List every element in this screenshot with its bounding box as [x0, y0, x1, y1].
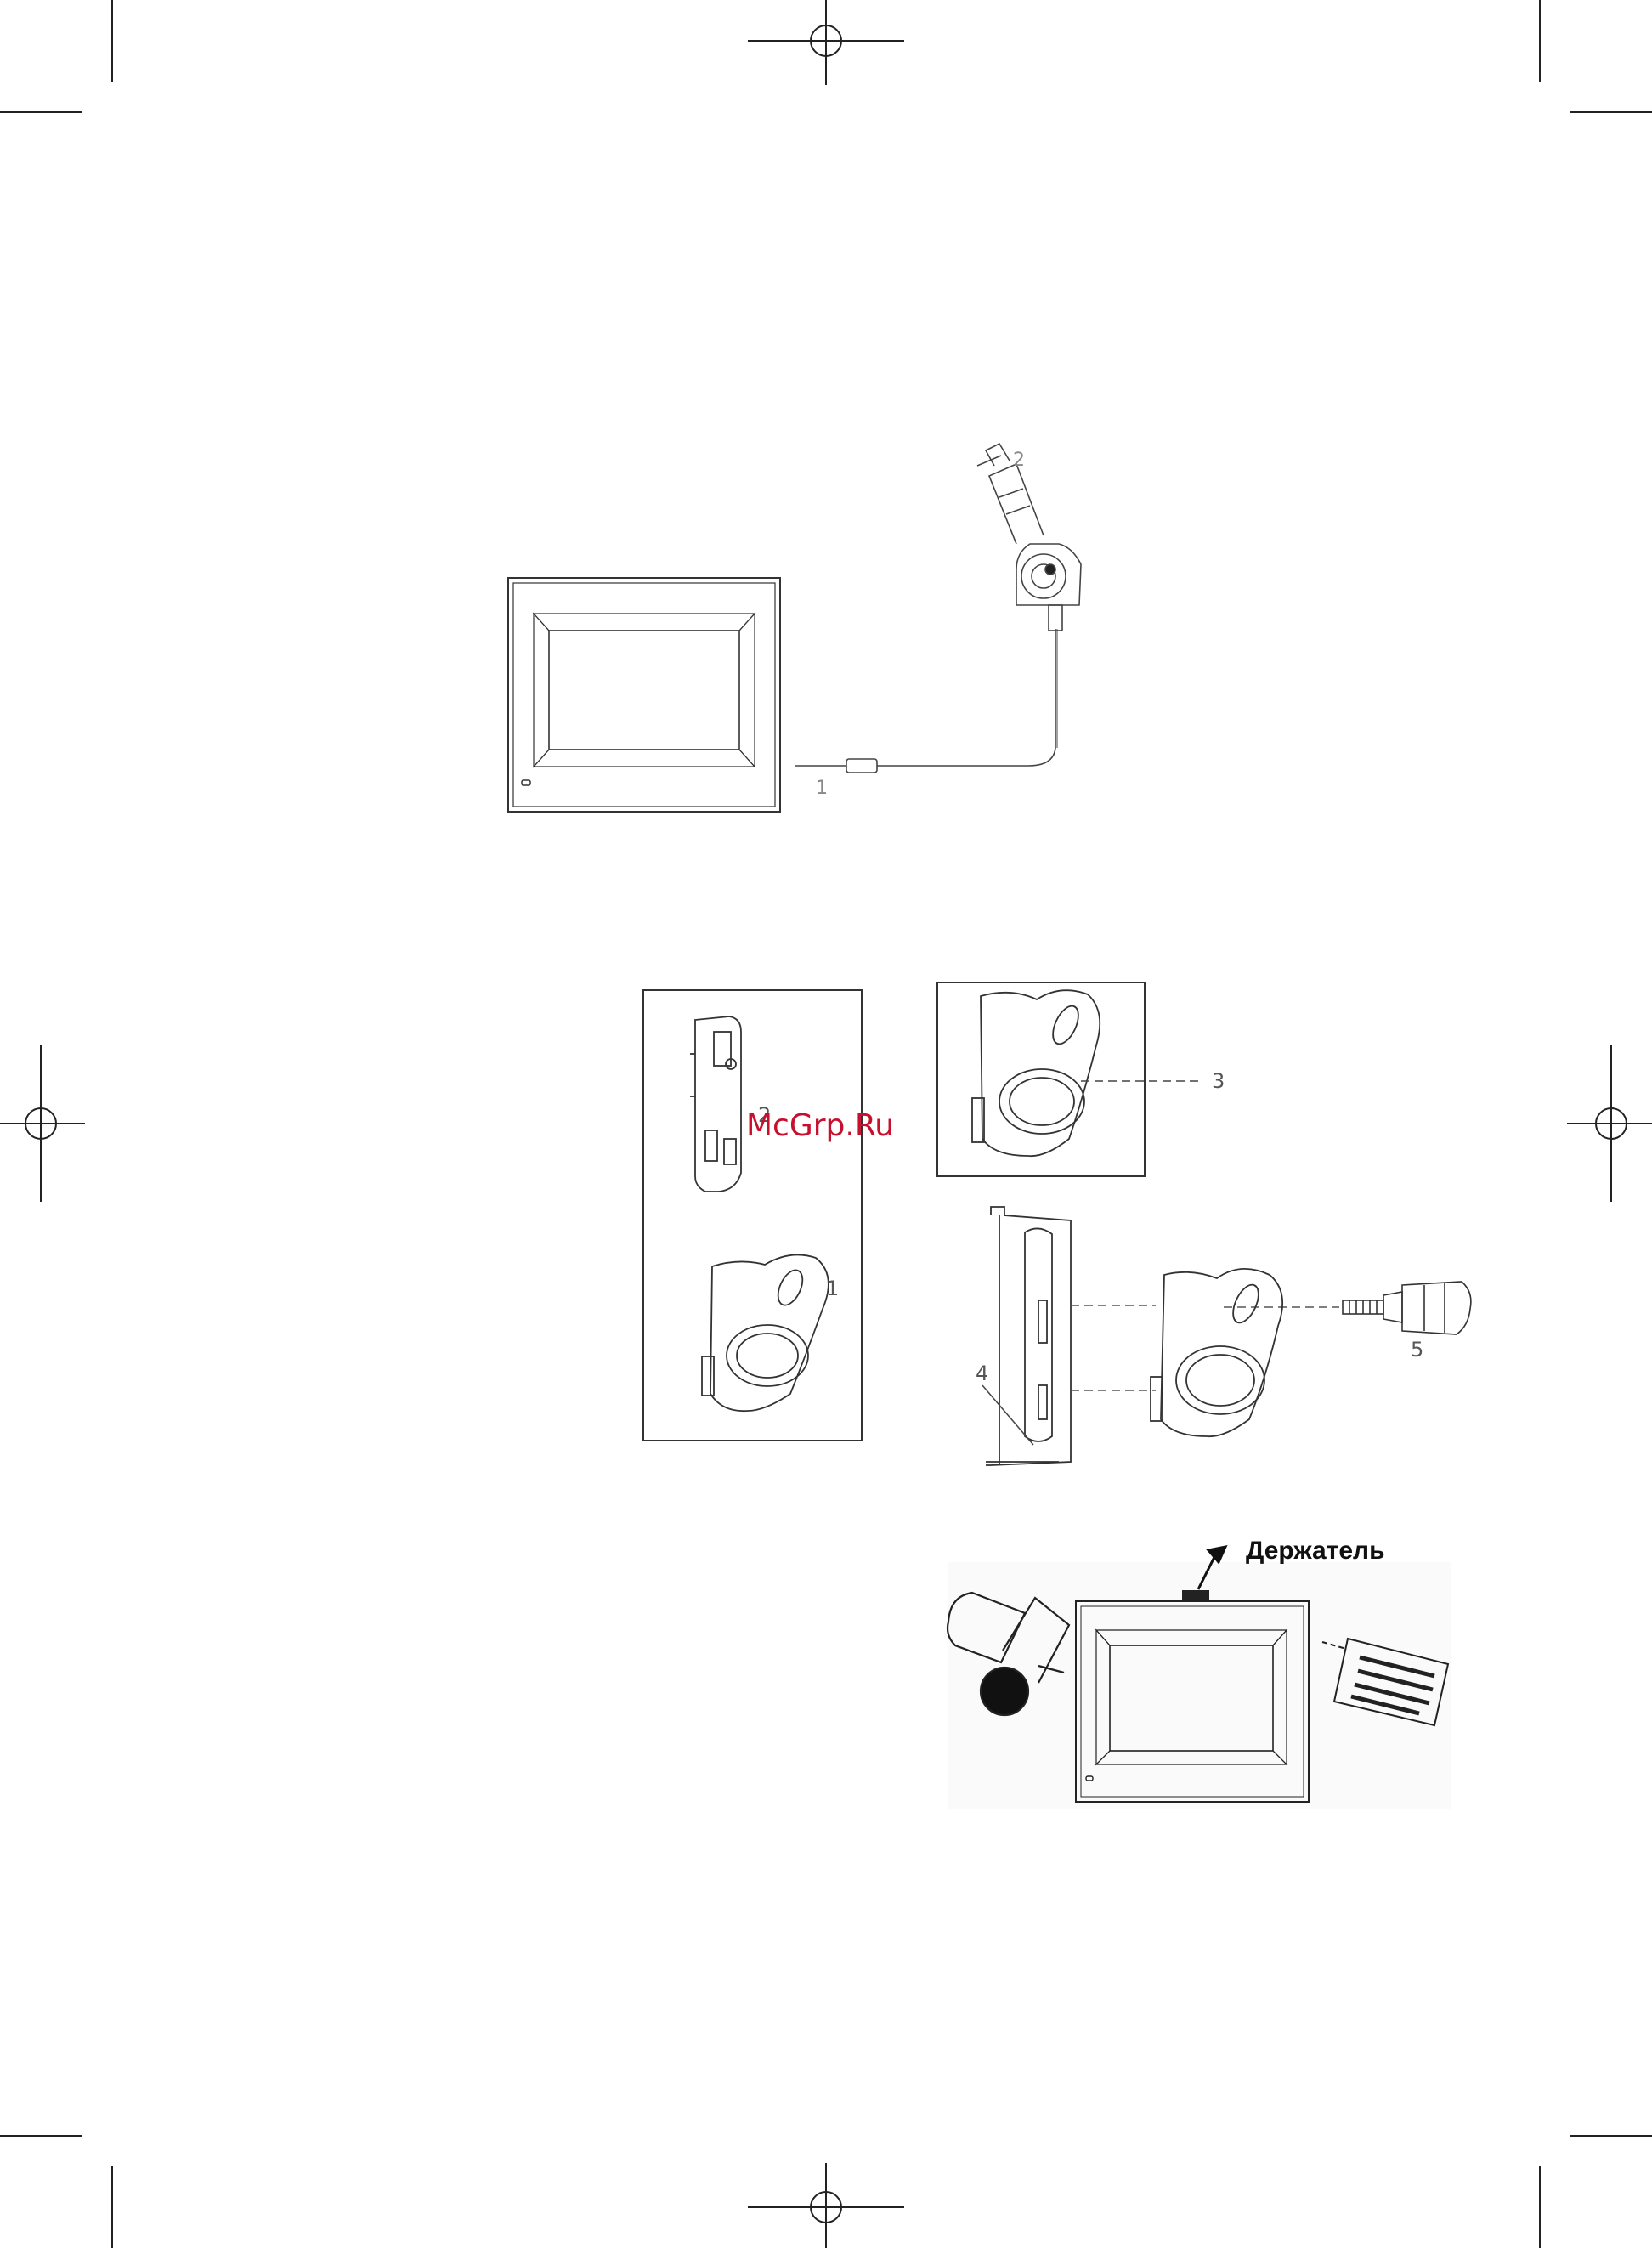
- clamp-assembled: [972, 990, 1100, 1156]
- figure-mount-parts: 2 1 3 4: [643, 982, 1471, 1465]
- device-illustration: [508, 578, 780, 812]
- holder-caption: Держатель: [1246, 1537, 1385, 1565]
- parts-box-left: [643, 990, 862, 1441]
- label-5-thumb-screw: 5: [1411, 1338, 1423, 1362]
- watermark-text: McGrp.Ru: [746, 1108, 894, 1143]
- clamp-exploded: [1151, 1269, 1282, 1436]
- power-cable: [795, 629, 1057, 773]
- pipe-clamp-part: [702, 1254, 829, 1411]
- figure-holder-mounted: Держатель: [948, 1537, 1451, 1809]
- parts-box-right: [937, 982, 1145, 1176]
- label-1-pipe-clamp: 1: [826, 1277, 839, 1300]
- label-2-charger: 2: [1013, 450, 1025, 471]
- registration-mark-left: [0, 1045, 85, 1202]
- mount-plate: [690, 1016, 741, 1192]
- leader-4: [982, 1385, 1033, 1445]
- registration-mark-right: [1567, 1045, 1652, 1202]
- holder-bracket: [986, 1207, 1071, 1465]
- registration-mark-bottom: [748, 2163, 904, 2248]
- thumb-screw: [1343, 1282, 1471, 1334]
- label-4-holder-bracket: 4: [976, 1362, 988, 1385]
- registration-mark-top: [748, 0, 904, 85]
- figure-car-charger: 1 2: [508, 444, 1081, 812]
- car-charger-plug: [977, 444, 1081, 631]
- label-1-cable-end: 1: [816, 778, 828, 799]
- label-3-assembled-clamp: 3: [1212, 1069, 1225, 1093]
